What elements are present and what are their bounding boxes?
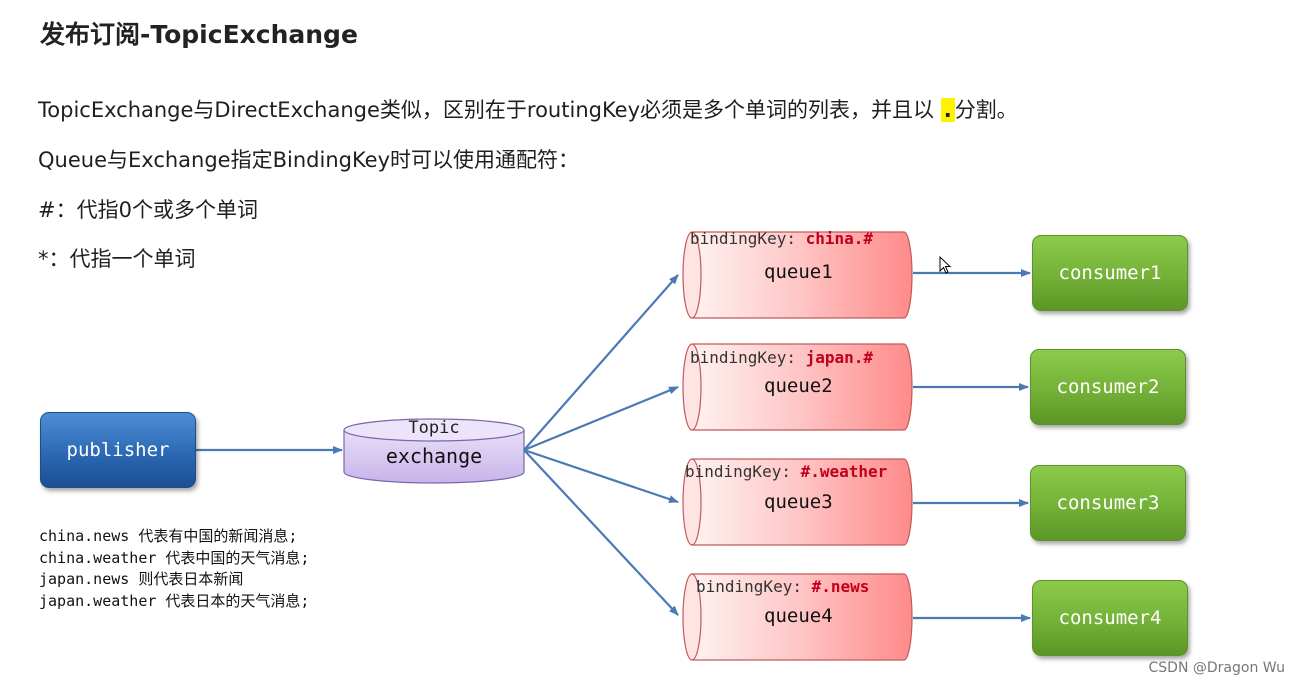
binding-label: bindingKey: <box>685 462 801 481</box>
consumer-label: consumer3 <box>1056 492 1160 514</box>
consumer-label: consumer1 <box>1058 262 1162 284</box>
queue3-binding: bindingKey: #.weather <box>685 462 887 481</box>
binding-key-value: china.# <box>805 229 874 248</box>
queue2-binding: bindingKey: japan.# <box>690 348 873 367</box>
description-line-1: TopicExchange与DirectExchange类似，区别在于routi… <box>38 94 1018 124</box>
page-title: 发布订阅-TopicExchange <box>40 20 358 49</box>
queue4-cylinder <box>682 573 913 661</box>
routing-note: japan.news 则代表日本新闻 <box>39 570 244 588</box>
routing-key-notes: china.news 代表有中国的新闻消息; china.weather 代表中… <box>39 526 309 612</box>
queue3-name: queue3 <box>764 491 833 513</box>
routing-note: china.weather 代表中国的天气消息; <box>39 548 310 567</box>
exchange-name-label: exchange <box>385 444 483 468</box>
binding-key-value: #.weather <box>800 462 888 481</box>
queue3-cylinder <box>682 458 913 546</box>
consumer-label: consumer4 <box>1058 607 1162 629</box>
description-text: TopicExchange与DirectExchange类似，区别在于routi… <box>38 98 941 122</box>
routing-note: china.news 代表有中国的新闻消息; <box>39 527 298 545</box>
arrow-exchange-to-queue2 <box>523 385 679 452</box>
dot-highlight: . <box>940 98 955 122</box>
mouse-cursor-icon <box>939 255 952 274</box>
exchange-type-label: Topic <box>408 418 460 438</box>
queue2-cylinder <box>682 343 913 431</box>
watermark: CSDN @Dragon Wu <box>1148 660 1285 676</box>
queue1-cylinder <box>682 231 913 319</box>
queue1-binding: bindingKey: china.# <box>690 229 873 248</box>
binding-key-value: japan.# <box>805 348 874 367</box>
wildcard-star-rule: *：代指一个单词 <box>38 247 196 271</box>
arrow-exchange-to-queue1 <box>523 274 679 451</box>
publisher-node: publisher <box>40 412 196 488</box>
consumer-label: consumer2 <box>1056 376 1160 398</box>
consumer4-node: consumer4 <box>1032 580 1188 656</box>
queue4-binding: bindingKey: #.news <box>696 577 869 596</box>
consumer2-node: consumer2 <box>1030 349 1186 425</box>
queue1-name: queue1 <box>764 261 833 283</box>
queue2-name: queue2 <box>764 375 833 397</box>
binding-label: bindingKey: <box>690 229 806 248</box>
publisher-label: publisher <box>66 439 170 461</box>
routing-note: japan.weather 代表日本的天气消息; <box>39 591 310 610</box>
exchange-cylinder <box>343 418 525 484</box>
wildcard-hash-rule: #：代指0个或多个单词 <box>38 198 258 222</box>
arrow-exchange-to-queue3 <box>523 448 679 504</box>
binding-label: bindingKey: <box>690 348 806 367</box>
arrow-exchange-to-queue4 <box>523 449 679 616</box>
description-text-end: 分割。 <box>954 98 1018 122</box>
binding-key-value: #.news <box>811 577 870 596</box>
consumer3-node: consumer3 <box>1030 465 1186 541</box>
queue4-name: queue4 <box>764 605 833 627</box>
description-line-2: Queue与Exchange指定BindingKey时可以使用通配符： <box>38 148 580 172</box>
binding-label: bindingKey: <box>696 577 812 596</box>
consumer1-node: consumer1 <box>1032 235 1188 311</box>
